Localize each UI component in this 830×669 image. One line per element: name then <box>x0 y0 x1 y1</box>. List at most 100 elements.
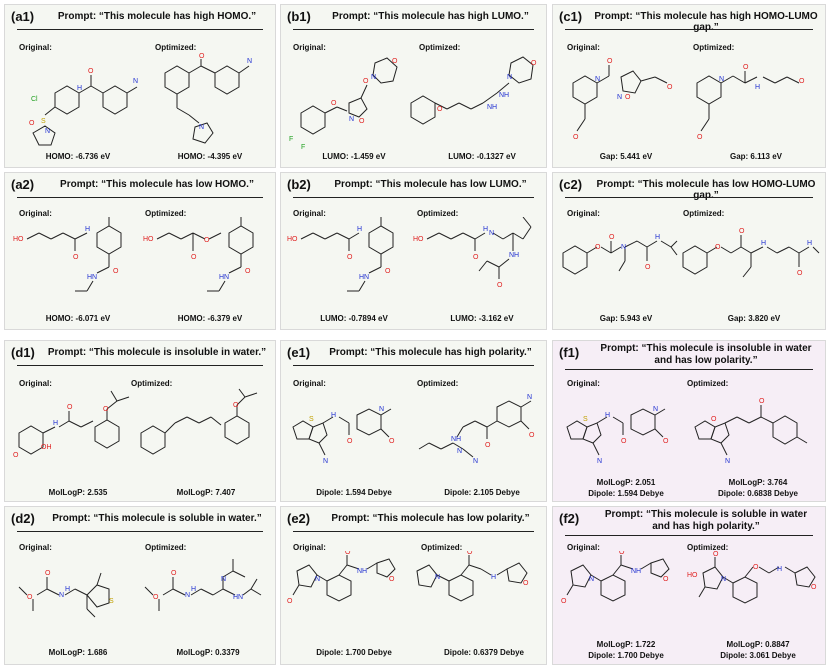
value-optimized: LUMO: -0.1327 eV <box>448 152 516 161</box>
svg-text:O: O <box>711 416 717 423</box>
original-label: Original: <box>19 379 52 388</box>
svg-text:O: O <box>363 78 369 85</box>
molecule-original: F F O N O O N O <box>289 57 398 151</box>
svg-text:N: N <box>473 458 478 465</box>
svg-text:S: S <box>309 416 314 423</box>
svg-text:S: S <box>41 118 46 125</box>
molecule-original: O O N H S <box>18 570 114 618</box>
svg-text:O: O <box>171 570 177 577</box>
value-optimized: HOMO: -6.379 eV <box>177 314 243 323</box>
panel-d1: (d1) Prompt: “This molecule is insoluble… <box>4 340 276 502</box>
panel-e2: (e2) Prompt: “This molecule has low pola… <box>280 506 547 665</box>
svg-text:O: O <box>347 438 353 445</box>
svg-text:O: O <box>573 134 579 141</box>
value-original: MolLogP: 2.535 <box>48 488 108 497</box>
panel-label: (b2) <box>287 177 311 192</box>
panel-prompt: Prompt: “This molecule has low HOMO.” <box>60 179 254 190</box>
panel-d2: (d2) Prompt: “This molecule is soluble i… <box>4 506 276 665</box>
panel-label: (a2) <box>11 177 35 192</box>
svg-text:N: N <box>721 576 726 583</box>
svg-text:N: N <box>221 576 226 583</box>
panel-label: (c1) <box>559 9 583 24</box>
optimized-label: Optimized: <box>693 43 735 52</box>
value-original: LUMO: -0.7894 eV <box>320 314 388 323</box>
panel-a1: (a1) Prompt: “This molecule has high HOM… <box>4 4 276 168</box>
molecule-optimized: N O H O <box>416 551 529 602</box>
molecule-optimized: O O H O H <box>682 228 820 278</box>
svg-text:O: O <box>743 64 749 71</box>
svg-text:HO: HO <box>287 236 298 243</box>
svg-text:O: O <box>523 580 529 587</box>
molecule-optimized: HO O N O H O <box>687 551 817 604</box>
value-original: Dipole: 1.594 Debye <box>316 488 392 497</box>
molecule-original: O H N Cl S N O <box>29 68 138 146</box>
molecule-optimized: O N N <box>164 53 252 144</box>
panel-f2: (f2) Prompt: “This molecule is soluble i… <box>552 506 826 665</box>
svg-text:N: N <box>597 458 602 465</box>
divider <box>293 531 534 532</box>
panel-prompt: Prompt: “This molecule has high HOMO-LUM… <box>594 11 818 33</box>
molecule-original: N O N O O O <box>572 58 673 141</box>
panel-prompt: Prompt: “This molecule has low LUMO.” <box>334 179 527 190</box>
panel-prompt: Prompt: “This molecule has high polarity… <box>329 347 532 358</box>
original-label: Original: <box>293 209 326 218</box>
svg-text:O: O <box>561 598 567 605</box>
svg-text:O: O <box>667 84 673 91</box>
value-original: LUMO: -1.459 eV <box>322 152 386 161</box>
svg-text:N: N <box>133 78 138 85</box>
optimized-label: Optimized: <box>131 379 173 388</box>
svg-text:H: H <box>605 412 610 419</box>
svg-text:H: H <box>77 85 82 92</box>
svg-text:O: O <box>67 404 73 411</box>
svg-text:O: O <box>103 406 109 413</box>
svg-text:HO: HO <box>687 572 698 579</box>
svg-text:O: O <box>759 398 765 405</box>
svg-text:N: N <box>589 576 594 583</box>
panel-label: (b1) <box>287 9 311 24</box>
svg-text:HN: HN <box>359 274 369 281</box>
svg-text:O: O <box>529 432 535 439</box>
svg-text:O: O <box>497 282 503 289</box>
value-original: MolLogP: 1.686 <box>48 648 108 657</box>
original-label: Original: <box>293 379 326 388</box>
original-label: Original: <box>19 43 52 52</box>
svg-text:N: N <box>617 94 622 101</box>
svg-text:O: O <box>797 270 803 277</box>
svg-text:F: F <box>289 136 293 143</box>
molecule-optimized: O <box>140 388 258 455</box>
original-label: Original: <box>19 209 52 218</box>
panel-c2: (c2) Prompt: “This molecule has low HOMO… <box>552 172 826 330</box>
original-label: Original: <box>293 543 326 552</box>
original-label: Original: <box>567 43 600 52</box>
divider <box>17 29 263 30</box>
svg-text:O: O <box>88 68 94 75</box>
svg-text:O: O <box>204 237 210 244</box>
panel-label: (d2) <box>11 511 35 526</box>
svg-text:HN: HN <box>219 274 229 281</box>
molecule-optimized: N O H O O <box>696 64 805 141</box>
svg-text:H: H <box>761 240 766 247</box>
optimized-label: Optimized: <box>417 209 459 218</box>
divider <box>565 369 813 370</box>
divider <box>565 197 813 198</box>
svg-text:N: N <box>435 574 440 581</box>
svg-text:N: N <box>45 128 50 135</box>
svg-text:N: N <box>323 458 328 465</box>
original-label: Original: <box>567 209 600 218</box>
svg-text:HO: HO <box>13 236 24 243</box>
svg-text:N: N <box>457 448 462 455</box>
svg-text:O: O <box>45 570 51 577</box>
original-label: Original: <box>19 543 52 552</box>
svg-text:H: H <box>191 586 196 593</box>
svg-text:O: O <box>663 576 669 583</box>
svg-text:O: O <box>437 106 443 113</box>
svg-text:NH: NH <box>357 568 367 575</box>
svg-text:O: O <box>713 551 719 558</box>
value-original: Dipole: 1.700 Debye <box>316 648 392 657</box>
value-optimized: Gap: 3.820 eV <box>727 314 781 323</box>
divider <box>17 531 263 532</box>
panel-prompt: Prompt: “This molecule is soluble in wat… <box>52 513 262 524</box>
svg-text:O: O <box>389 576 395 583</box>
svg-text:O: O <box>153 594 159 601</box>
